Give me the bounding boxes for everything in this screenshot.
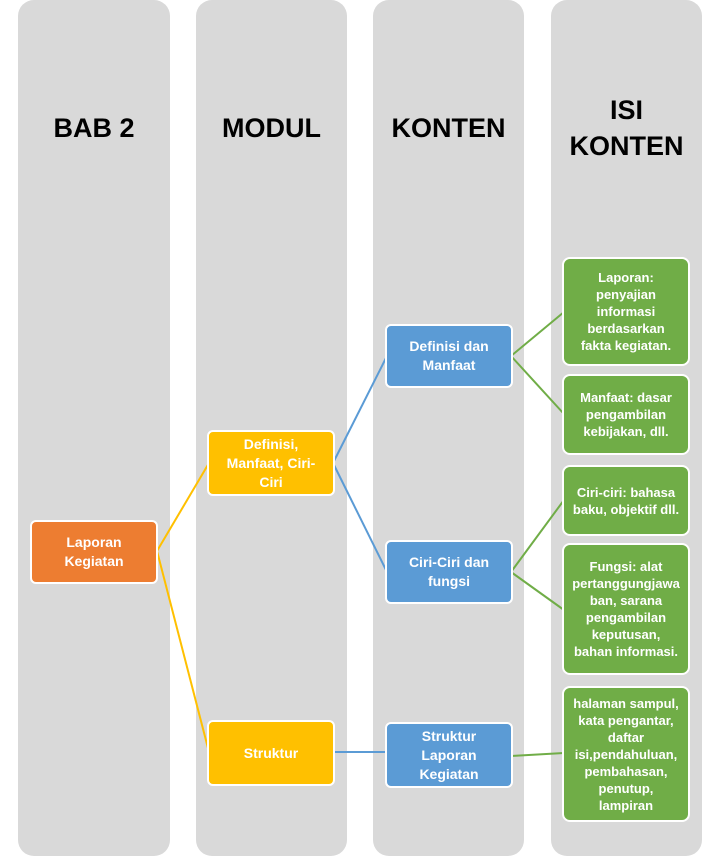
node-definisi-dan-manfaat[interactable]: Definisi dan Manfaat (385, 324, 513, 388)
column-modul: MODUL (196, 0, 347, 856)
node-label: Struktur Laporan Kegiatan (419, 727, 479, 782)
node-label: Ciri-Ciri dan fungsi (408, 554, 490, 589)
node-definisi-manfaat-ciri[interactable]: Definisi, Manfaat, Ciri- Ciri (207, 430, 335, 496)
column-header-modul: MODUL (222, 113, 321, 143)
node-label: halaman sampul, kata pengantar, daftar i… (573, 695, 679, 813)
column-konten: KONTEN (373, 0, 524, 856)
node-struktur[interactable]: Struktur (207, 720, 335, 786)
connector-konten1-isi2 (510, 355, 565, 415)
connector-bab-modul-2 (156, 550, 210, 753)
node-isi-manfaat[interactable]: Manfaat: dasar pengambilan kebijakan, dl… (562, 374, 690, 455)
connector-modul1-konten2 (332, 462, 388, 573)
connector-konten2-isi3 (510, 499, 565, 573)
connector-konten3-isi5 (510, 752, 565, 757)
column-header-bab: BAB 2 (53, 113, 135, 143)
node-isi-struktur[interactable]: halaman sampul, kata pengantar, daftar i… (562, 686, 690, 822)
column-header-isi-konten: ISI KONTEN (569, 95, 684, 161)
connector-konten1-isi1 (510, 311, 565, 357)
connector-bab-modul-1 (156, 462, 210, 552)
column-header-konten: KONTEN (391, 113, 506, 143)
connector-konten2-isi4 (510, 571, 565, 611)
connector-modul1-konten1 (332, 355, 388, 464)
node-laporan-kegiatan[interactable]: Laporan Kegiatan (30, 520, 158, 584)
node-label: Struktur (243, 744, 299, 761)
node-label: Fungsi: alat pertanggungjawa ban, sarana… (572, 559, 680, 659)
node-isi-definisi[interactable]: Laporan: penyajian informasi berdasarkan… (562, 257, 690, 366)
node-isi-fungsi[interactable]: Fungsi: alat pertanggungjawa ban, sarana… (562, 543, 690, 675)
node-label: Manfaat: dasar pengambilan kebijakan, dl… (580, 390, 672, 439)
node-label: Laporan Kegiatan (64, 534, 124, 569)
node-label: Definisi, Manfaat, Ciri- Ciri (226, 435, 316, 490)
node-label: Ciri-ciri: bahasa baku, objektif dll. (572, 484, 680, 517)
node-label: Laporan: penyajian informasi berdasarkan… (580, 270, 672, 353)
node-ciri-ciri-dan-fungsi[interactable]: Ciri-Ciri dan fungsi (385, 540, 513, 604)
column-bab: BAB 2 (18, 0, 170, 856)
node-isi-ciri-ciri[interactable]: Ciri-ciri: bahasa baku, objektif dll. (562, 465, 690, 536)
node-label: Definisi dan Manfaat (409, 338, 489, 373)
node-struktur-laporan-kegiatan[interactable]: Struktur Laporan Kegiatan (385, 722, 513, 788)
